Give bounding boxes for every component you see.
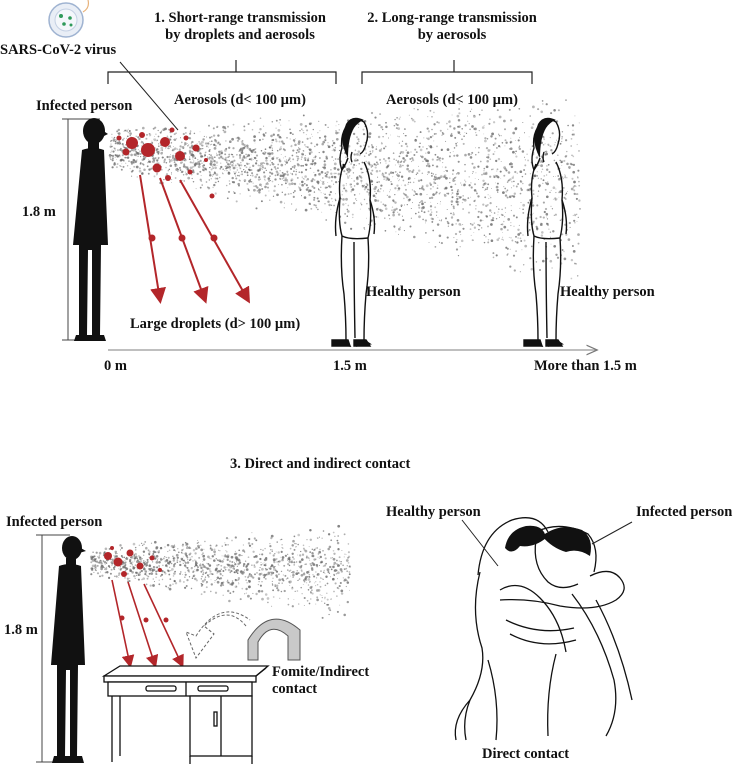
hug-healthy-label: Healthy person [386,504,481,520]
infected-person-silhouette-top [73,118,108,341]
distance-label-mid: 1.5 m [333,358,367,374]
section2-title: 2. Long-range transmission by aerosols [352,10,552,44]
hugging-couple-figure [454,517,633,741]
droplet-trajectories-top [139,174,250,304]
large-droplets-label: Large droplets (d> 100 µm) [130,316,301,332]
section2-line1: 2. Long-range transmission [367,10,537,26]
healthy-person-label-right: Healthy person [560,284,655,300]
fomite-label: Fomite/Indirect contact [272,664,402,698]
fomite-transfer-arrow [185,611,301,661]
healthy-person-figure-right [523,117,568,347]
virus-leader-line [119,61,179,131]
fomite-label-line1: Fomite/Indirect [272,664,370,680]
desk-icon [101,665,270,764]
aerosols-label-long: Aerosols (d< 100 µm) [386,92,518,108]
fomite-label-line2: contact [272,681,318,697]
bracket-long-range [361,60,533,84]
virus-icon [48,0,90,38]
healthy-person-figure-mid [331,117,376,347]
hug-infected-label: Infected person [636,504,733,520]
height-label-bottom: 1.8 m [4,622,38,638]
infected-person-label-bottom: Infected person [6,514,103,530]
aerosols-label-short: Aerosols (d< 100 µm) [174,92,306,108]
distance-label-far: More than 1.5 m [534,358,637,374]
hugging-hair-fill [505,525,591,556]
hug-infected-leader-line [591,521,633,545]
large-droplets-bottom [104,546,169,623]
distance-label-0: 0 m [104,358,127,374]
infected-person-label-top: Infected person [36,98,133,114]
infected-person-silhouette-bottom [51,536,86,763]
healthy-person-label-mid: Healthy person [366,284,461,300]
direct-contact-label: Direct contact [482,746,570,762]
section1-title: 1. Short-range transmission by droplets … [140,10,340,44]
aerosol-cloud-top [108,99,581,280]
bracket-short-range [107,60,337,84]
height-label-top: 1.8 m [22,204,56,220]
section1-line1: 1. Short-range transmission [154,10,326,26]
large-droplets-top [116,127,218,242]
section1-line2: by droplets and aerosols [165,27,315,43]
aerosol-cloud-bottom [89,524,352,619]
virus-label: SARS-CoV-2 virus [0,42,117,58]
section2-line2: by aerosols [417,27,487,43]
section3-title: 3. Direct and indirect contact [230,456,411,472]
hug-healthy-leader-line [461,519,499,567]
droplet-trajectories-bottom [111,579,184,669]
